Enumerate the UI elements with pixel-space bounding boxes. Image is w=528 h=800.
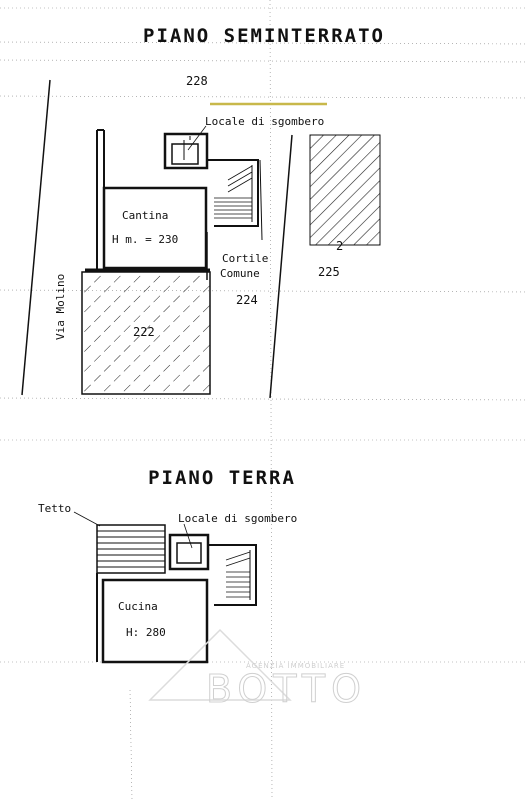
parcel-222	[81, 271, 211, 395]
basement-title: PIANO SEMINTERRATO	[143, 25, 385, 47]
ground-storage-label: Locale di sgombero	[178, 512, 297, 525]
basement-storage-room	[163, 132, 209, 170]
ground-title: PIANO TERRA	[148, 467, 296, 489]
ground-stair-treads	[225, 551, 251, 598]
courtyard-label-1: Cortile	[222, 252, 268, 265]
roof-pointer	[73, 511, 101, 527]
cellar-room	[102, 186, 208, 270]
parcel-225-small: 2	[336, 239, 343, 253]
street-boundary-line	[21, 79, 51, 396]
roof-label: Tetto	[38, 502, 71, 515]
parcel-222-label: 222	[133, 325, 155, 339]
ground-building	[96, 533, 257, 664]
parcel-224-label: 224	[236, 293, 258, 307]
kitchen-label: Cucina	[118, 600, 158, 613]
parcel-225-hatch	[309, 134, 381, 246]
basement-stair-treads	[214, 165, 253, 219]
parcel-225-boundary	[269, 134, 293, 399]
basement-storage-label: Locale di sgombero	[205, 115, 324, 128]
roof-area	[96, 524, 166, 574]
parcel-228-label: 228	[186, 74, 208, 88]
courtyard-boundary-right	[259, 159, 263, 241]
watermark-brand: BOTTO	[206, 667, 367, 711]
watermark-tagline: AGENZIA IMMOBILIARE	[246, 662, 345, 670]
cellar-height: H m. = 230	[112, 233, 178, 246]
basement-building	[85, 129, 259, 272]
kitchen-room	[101, 578, 209, 664]
courtyard-label-2: Comune	[220, 267, 260, 280]
cellar-label: Cantina	[122, 209, 168, 222]
storage-pointer	[187, 125, 207, 151]
ground-storage-room	[168, 533, 210, 571]
agency-watermark: AGENZIA IMMOBILIARE BOTTO	[148, 628, 367, 712]
watermark-roof-icon	[148, 628, 292, 701]
street-label: Via Molino	[54, 274, 67, 340]
kitchen-height: H: 280	[126, 626, 166, 639]
parcel-225-label: 225	[318, 265, 340, 279]
